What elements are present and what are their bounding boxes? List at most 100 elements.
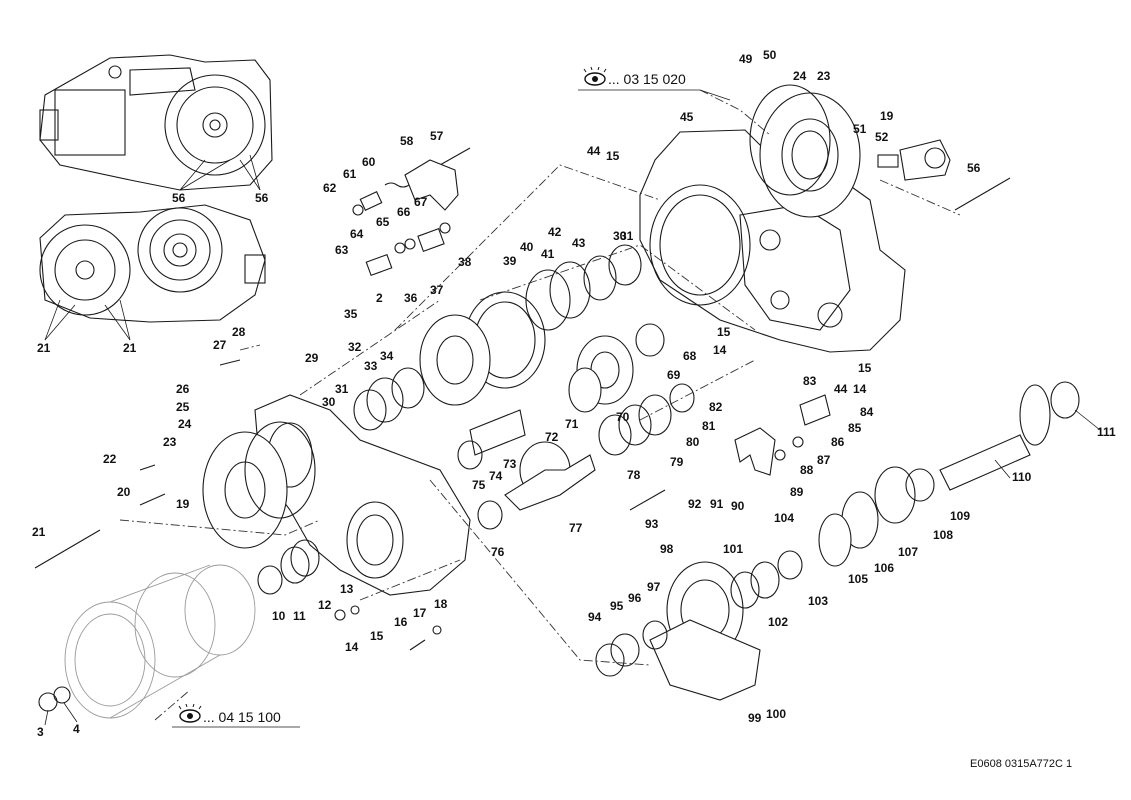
studs-20-22 — [34, 359, 241, 569]
callout-label: 78 — [627, 468, 641, 482]
gear-shaft-group — [353, 244, 642, 431]
callout-label: 13 — [340, 582, 354, 596]
callout-label: 24 — [793, 69, 807, 83]
callout-label: 36 — [404, 291, 418, 305]
callout-label: 3 — [37, 725, 44, 739]
eye-icon — [178, 703, 202, 723]
callout-label: 98 — [660, 542, 674, 556]
callout-label: 35 — [344, 307, 358, 321]
callout-label: 56 — [967, 161, 981, 175]
callout-label: 63 — [335, 243, 349, 257]
callout-label: 65 — [376, 215, 390, 229]
callout-label: 26 — [176, 382, 190, 396]
leader-lines — [44, 89, 1101, 726]
callout-label: 75 — [472, 478, 486, 492]
reference-041510[interactable]: ... 04 15 100 — [172, 703, 300, 728]
callout-label: 52 — [875, 130, 889, 144]
output-shaft-110 — [818, 381, 1080, 567]
reference-031520[interactable]: ... 03 15 020 — [578, 66, 700, 91]
callout-label: 14 — [853, 382, 867, 396]
callout-label: 23 — [817, 69, 831, 83]
shift-fork-89 — [629, 394, 831, 511]
callout-label: 50 — [763, 48, 777, 62]
callout-label: 94 — [588, 610, 602, 624]
callout-label: 66 — [397, 205, 411, 219]
callout-label: 103 — [808, 594, 828, 608]
callout-label: 43 — [572, 236, 586, 250]
ghost-drum-assembly — [38, 564, 256, 719]
callout-label: 56 — [255, 191, 269, 205]
callout-label: 107 — [898, 545, 918, 559]
callout-label: 2 — [376, 291, 383, 305]
callout-label: 41 — [541, 247, 555, 261]
callout-label: 20 — [117, 485, 131, 499]
callout-label: 77 — [569, 521, 583, 535]
callout-label: 56 — [172, 191, 186, 205]
callout-label: 72 — [545, 430, 559, 444]
callout-label: 22 — [103, 452, 117, 466]
callout-label: 60 — [362, 155, 376, 169]
callout-label: 111 — [1097, 425, 1116, 439]
callout-label: 14 — [713, 343, 727, 357]
callout-label: 105 — [848, 572, 868, 586]
callout-label: 80 — [686, 435, 700, 449]
callout-label: 40 — [520, 240, 534, 254]
callout-labels: 2 3 4 10 11 12 13 14 14 14 15 15 15 15 1… — [32, 48, 1116, 739]
callout-label: 21 — [37, 341, 51, 355]
callout-label: 100 — [766, 707, 786, 721]
callout-label: 51 — [853, 122, 867, 136]
callout-label: 90 — [731, 499, 745, 513]
callout-label: 81 — [702, 419, 716, 433]
callout-label: 58 — [400, 134, 414, 148]
stud-56 — [954, 177, 1011, 211]
callout-label: 32 — [348, 340, 362, 354]
callout-label: 16 — [394, 615, 408, 629]
figure-code: E0608 0315A772C 1 — [970, 758, 1072, 770]
callout-label: 31 — [620, 229, 634, 243]
callout-label: 10 — [272, 609, 286, 623]
callout-label: 62 — [323, 181, 337, 195]
inset-assembly-rear — [39, 204, 266, 323]
callout-label: 30 — [322, 395, 336, 409]
callout-label: 73 — [503, 457, 517, 471]
callout-label: 88 — [800, 463, 814, 477]
callout-label: 70 — [616, 410, 630, 424]
shaft-73-77 — [457, 409, 596, 530]
callout-label: 67 — [414, 195, 428, 209]
callout-label: 91 — [710, 497, 724, 511]
callout-label: 23 — [163, 435, 177, 449]
callout-label: 102 — [768, 615, 788, 629]
callout-label: 68 — [683, 349, 697, 363]
reference-label: ... 04 15 100 — [203, 709, 281, 725]
callout-label: 76 — [491, 545, 505, 559]
callout-label: 27 — [213, 338, 227, 352]
callout-label: 95 — [610, 599, 624, 613]
callout-label: 15 — [606, 149, 620, 163]
callout-label: 86 — [831, 435, 845, 449]
callout-label: 19 — [176, 497, 190, 511]
callout-label: 4 — [73, 722, 80, 736]
callout-label: 71 — [565, 417, 579, 431]
inset-assembly-top — [39, 54, 273, 191]
callout-label: 45 — [680, 110, 694, 124]
callout-label: 64 — [350, 227, 364, 241]
callout-label: 44 — [587, 144, 601, 158]
callout-label: 82 — [709, 400, 723, 414]
callout-label: 15 — [717, 325, 731, 339]
callout-label: 99 — [748, 711, 762, 725]
callout-label: 57 — [430, 129, 444, 143]
housing-29 — [202, 394, 471, 596]
callout-label: 83 — [803, 374, 817, 388]
callout-label: 39 — [503, 254, 517, 268]
callout-label: 30 — [613, 229, 627, 243]
callout-label: 15 — [858, 361, 872, 375]
callout-label: 89 — [790, 485, 804, 499]
cover-23-24-top — [749, 84, 861, 218]
sensor-52 — [877, 139, 951, 181]
callout-label: 97 — [647, 580, 661, 594]
gear-group-69-82 — [568, 323, 695, 456]
callout-label: 14 — [345, 640, 359, 654]
callout-label: 12 — [318, 598, 332, 612]
callout-label: 28 — [232, 325, 246, 339]
callout-label: 24 — [178, 417, 192, 431]
